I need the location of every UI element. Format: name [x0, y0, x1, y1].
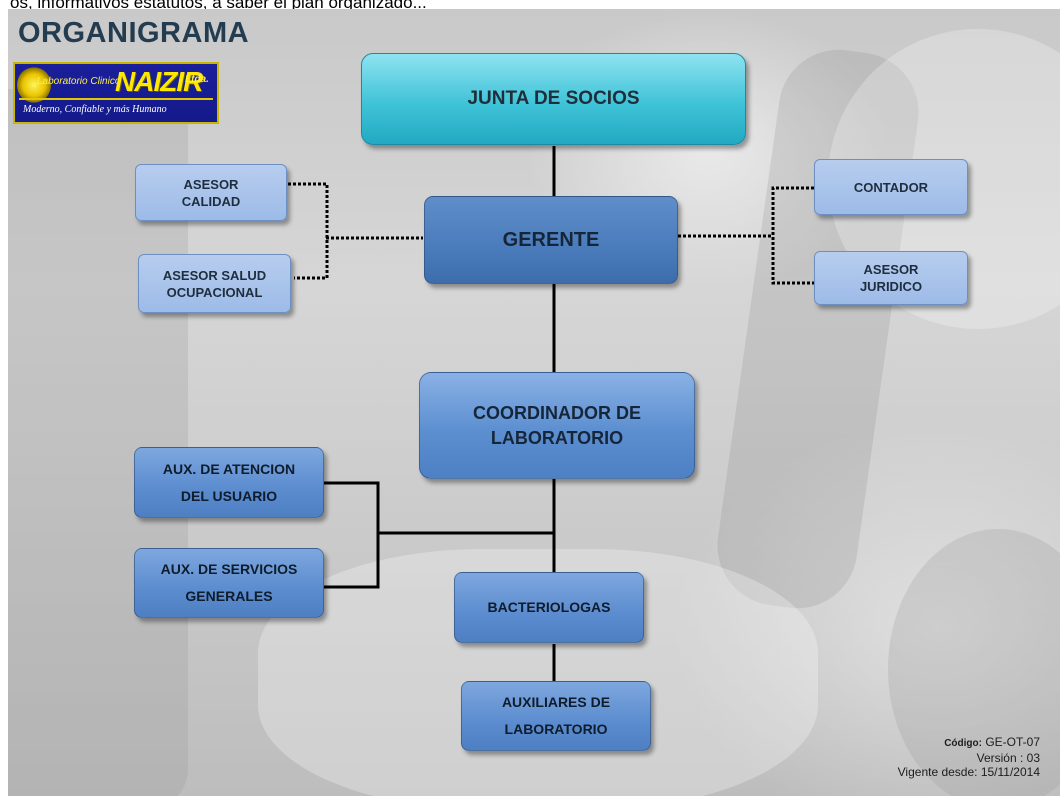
node-label: AUXILIARES DE LABORATORIO: [501, 694, 611, 737]
node-label: COORDINADOR DE LABORATORIO: [472, 402, 641, 448]
footer-code-value: GE-OT-07: [985, 735, 1040, 749]
node-aux-atencion-usuario: AUX. DE ATENCION DEL USUARIO: [134, 447, 324, 518]
logo-ltda-text: Ltda.: [185, 74, 209, 85]
company-logo: Laboratorio Clinico NAIZIR Ltda. Moderno…: [13, 62, 219, 124]
node-label: ASESOR SALUD OCUPACIONAL: [162, 267, 267, 300]
background-shape: [888, 529, 1060, 796]
node-asesor-salud-ocupacional: ASESOR SALUD OCUPACIONAL: [138, 254, 291, 313]
node-label: AUX. DE ATENCION DEL USUARIO: [162, 460, 296, 504]
node-label: JUNTA DE SOCIOS: [467, 88, 640, 109]
dotted-right-bracket: [771, 186, 814, 285]
logo-small-text: Laboratorio Clinico: [37, 76, 121, 87]
node-coordinador-de-laboratorio: COORDINADOR DE LABORATORIO: [419, 372, 695, 479]
node-asesor-juridico: ASESOR JURIDICO: [814, 251, 968, 305]
org-chart-slide: ORGANIGRAMA Laboratorio Clinico NAIZIR L…: [8, 9, 1060, 796]
dotted-left-bracket: [288, 182, 329, 280]
node-junta-de-socios: JUNTA DE SOCIOS: [361, 53, 746, 145]
node-gerente: GERENTE: [424, 196, 678, 284]
connector-lines: [288, 146, 814, 684]
node-label: AUX. DE SERVICIOS GENERALES: [160, 561, 298, 604]
footer-code-line: Código: GE-OT-07: [898, 735, 1040, 751]
node-contador: CONTADOR: [814, 159, 968, 215]
footer-vigente: Vigente desde: 15/11/2014: [897, 765, 1040, 779]
node-asesor-calidad: ASESOR CALIDAD: [135, 164, 287, 221]
node-label: GERENTE: [502, 228, 600, 251]
node-bacteriologas: BACTERIOLOGAS: [454, 572, 644, 643]
node-label: CONTADOR: [853, 179, 929, 195]
node-label: BACTERIOLOGAS: [487, 599, 611, 615]
logo-underline: [19, 98, 213, 100]
footer-code-label: Código:: [944, 738, 982, 749]
node-label: ASESOR JURIDICO: [859, 262, 923, 294]
node-auxiliares-de-laboratorio: AUXILIARES DE LABORATORIO: [461, 681, 651, 751]
dna-helix-icon: [17, 67, 51, 103]
slide-title: ORGANIGRAMA: [18, 17, 250, 49]
node-label: ASESOR CALIDAD: [181, 176, 241, 209]
document-footer: Código: GE-OT-07 Versión : 03 Vigente de…: [898, 735, 1040, 779]
top-text: os, informativos estatutos, a saber el p…: [10, 0, 427, 12]
logo-brand-text: NAIZIR: [115, 66, 203, 97]
connector-aux-bracket: [324, 481, 380, 589]
logo-tagline: Moderno, Confiable y más Humano: [23, 104, 167, 115]
footer-version: Versión : 03: [976, 751, 1040, 765]
node-aux-servicios-generales: AUX. DE SERVICIOS GENERALES: [134, 548, 324, 618]
